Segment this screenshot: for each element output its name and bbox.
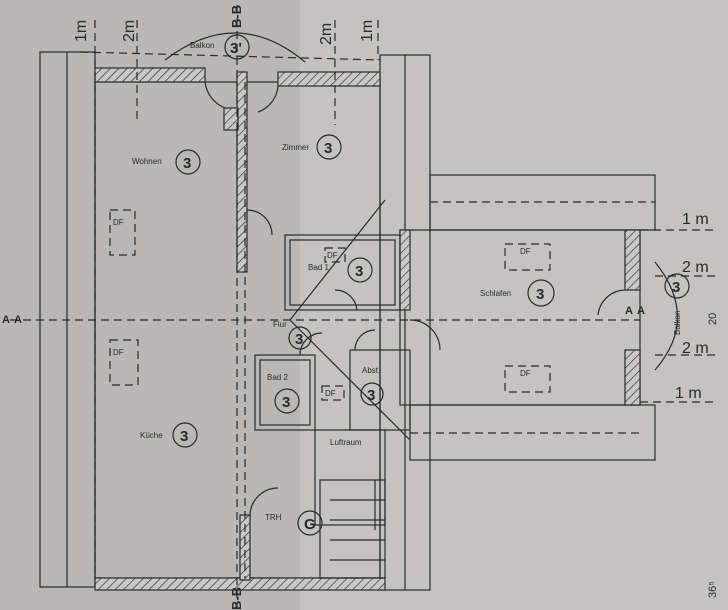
svg-text:3: 3 (367, 387, 375, 404)
room-zimmer: Zimmer 3 (282, 134, 342, 160)
svg-text:Luftraum: Luftraum (330, 438, 362, 447)
svg-text:3: 3 (672, 279, 680, 296)
svg-text:3: 3 (180, 428, 188, 445)
dim-label: 1m (359, 20, 376, 42)
section-marker-a: A (2, 314, 10, 326)
wall (277, 71, 381, 87)
svg-text:3: 3 (282, 394, 290, 411)
dim-label: 2m (318, 23, 335, 45)
svg-text:3': 3' (230, 40, 242, 57)
svg-text:DF: DF (113, 348, 124, 357)
dimension-lines (10, 5, 715, 608)
section-marker-a: A (14, 314, 22, 326)
room-bad2: Bad 2 3 (267, 373, 300, 414)
wall (624, 349, 641, 406)
svg-text:Balkon: Balkon (673, 311, 682, 335)
luftraum-room (314, 429, 386, 526)
svg-text:Balkon: Balkon (190, 41, 214, 50)
svg-text:TRH: TRH (265, 513, 282, 522)
dim-label: 1m (73, 20, 90, 42)
room-balkon-right: 3 Balkon (664, 273, 690, 335)
svg-text:3: 3 (183, 155, 191, 172)
svg-text:Bad 2: Bad 2 (267, 373, 288, 382)
svg-text:3: 3 (295, 331, 303, 348)
svg-text:3: 3 (355, 263, 363, 280)
df-box: DF (109, 339, 139, 386)
svg-text:3: 3 (536, 286, 544, 303)
schlafen-area (399, 229, 641, 406)
room-abst: Abst. 3 (360, 366, 384, 406)
df-box: DF (109, 209, 136, 256)
room-wohnen: Wohnen 3 (132, 149, 201, 175)
room-trh: TRH G (265, 510, 323, 536)
svg-text:Küche: Küche (140, 431, 163, 440)
wall (94, 67, 206, 83)
svg-text:Wohnen: Wohnen (132, 157, 162, 166)
dim-label: 1 m (675, 385, 702, 402)
svg-text:G: G (304, 516, 316, 533)
bad2-inner (259, 359, 311, 426)
svg-text:DF: DF (520, 369, 531, 378)
dim-label: 36⁵ (707, 581, 719, 598)
diagonal (289, 199, 386, 321)
svg-text:3: 3 (324, 140, 332, 157)
svg-text:DF: DF (327, 251, 338, 260)
wall (624, 229, 641, 291)
bad1-room (284, 234, 401, 311)
wall (236, 71, 248, 273)
svg-text:Schlafen: Schlafen (480, 289, 511, 298)
bad1-inner (289, 239, 396, 306)
svg-text:DF: DF (113, 218, 124, 227)
section-marker-a: A (637, 305, 645, 317)
svg-text:Flur: Flur (273, 320, 287, 329)
svg-text:Bad 1: Bad 1 (308, 263, 329, 272)
svg-text:Abst.: Abst. (362, 366, 380, 375)
svg-text:DF: DF (520, 247, 531, 256)
section-marker-a: A (625, 305, 633, 317)
dim-label: 20 (707, 313, 719, 325)
wall (399, 229, 411, 311)
df-box: DF (324, 247, 346, 263)
room-flur: Flur 3 (273, 320, 312, 350)
df-box: DF (321, 385, 345, 401)
wall (223, 107, 239, 131)
svg-text:Zimmer: Zimmer (282, 143, 309, 152)
svg-text:DF: DF (325, 389, 336, 398)
dim-label: 1 m (682, 211, 709, 228)
room-bad1: Bad 1 3 (308, 257, 373, 283)
bad2-room (254, 354, 316, 431)
room-schlafen: Schlafen 3 (480, 279, 555, 307)
dim-label: 2 m (682, 340, 709, 357)
df-box: DF (504, 243, 551, 271)
dim-label: 2m (121, 20, 138, 42)
df-box: DF (504, 365, 551, 393)
room-balkon-top: Balkon 3' (190, 34, 250, 60)
dim-label: 2 m (682, 259, 709, 276)
section-marker-bb: B-B (229, 5, 244, 28)
diagonal (289, 319, 411, 441)
section-marker-bb: B-B (229, 587, 244, 610)
room-kueche: Küche 3 (140, 422, 198, 448)
room-luftraum: Luftraum (330, 438, 362, 447)
